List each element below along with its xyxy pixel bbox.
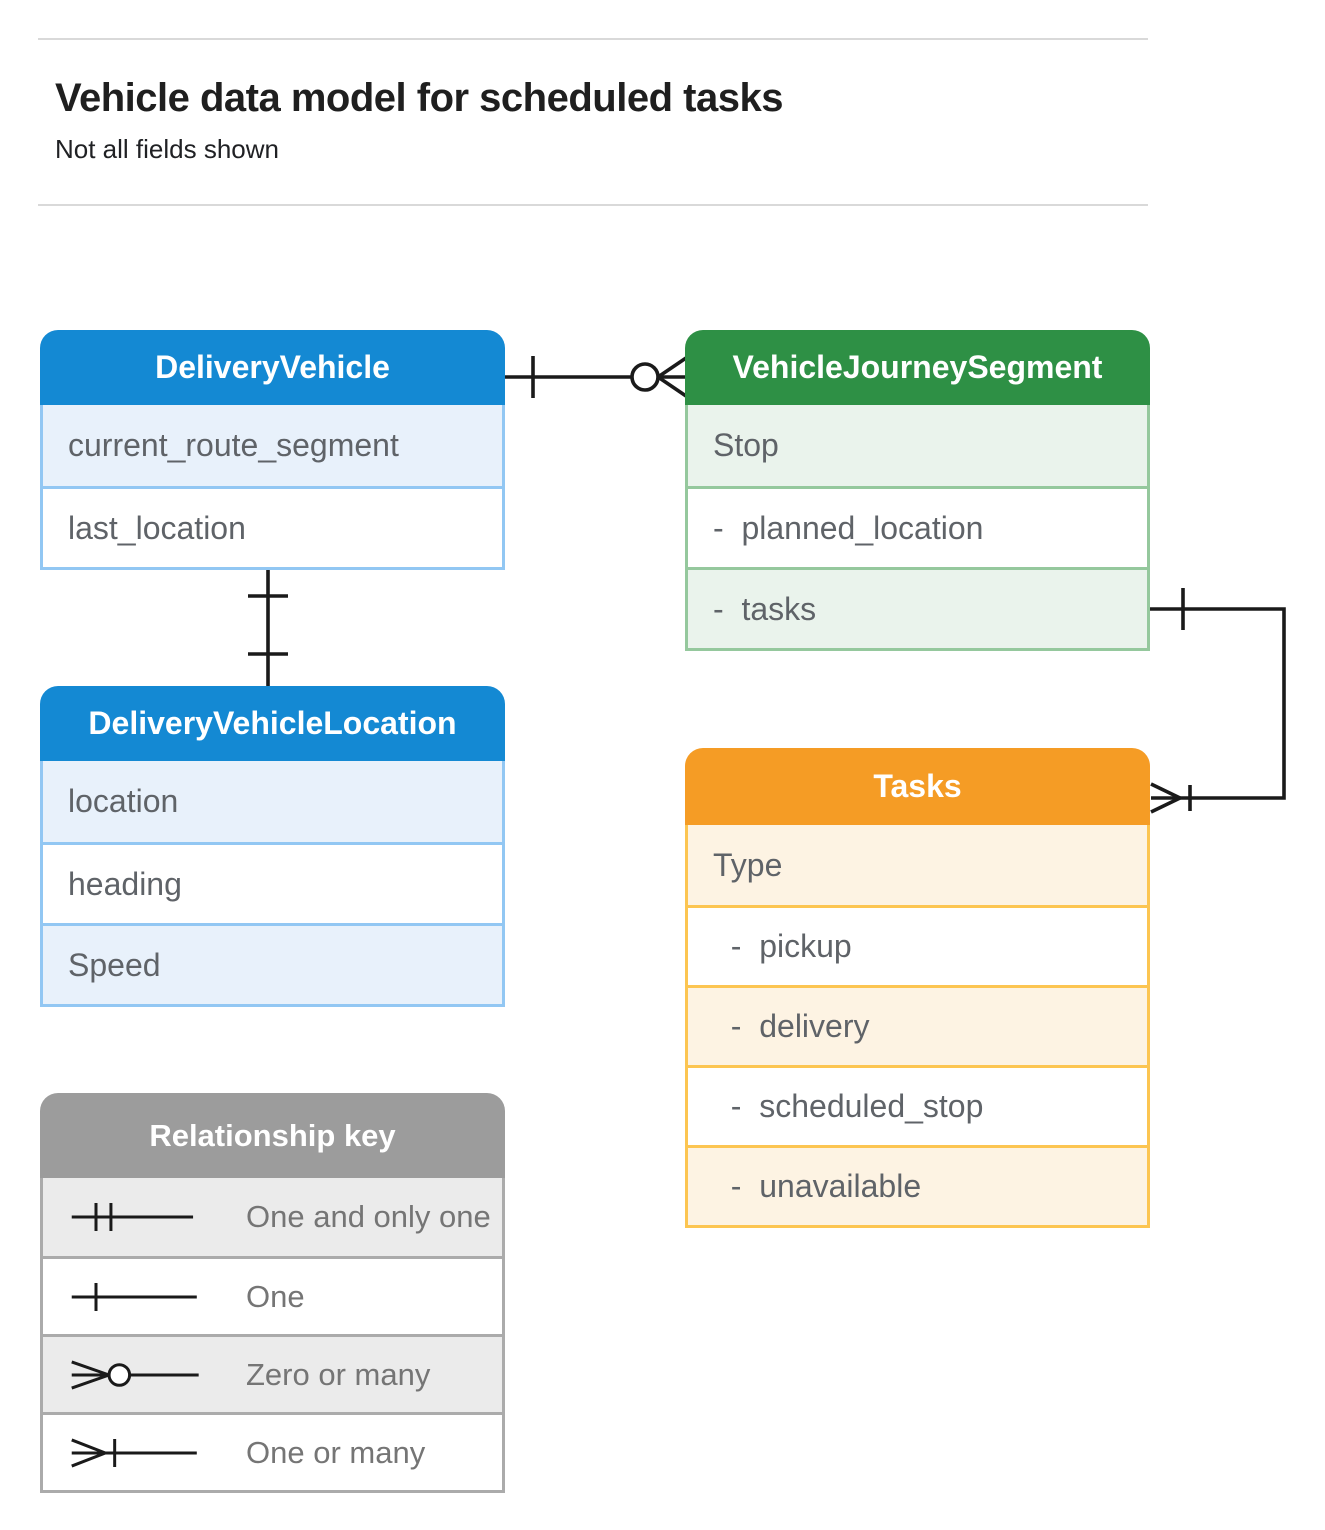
legend-label: Zero or many: [246, 1356, 431, 1392]
legend-item-one-and-only-one: One and only one: [43, 1178, 502, 1256]
page-subtitle: Not all fields shown: [55, 134, 279, 164]
field-location: location: [43, 761, 502, 842]
legend-item-zero-or-many: Zero or many: [43, 1334, 502, 1412]
connector-deliveryvehicle-deliveryvehiclelocation: [248, 567, 288, 686]
relationship-key-title: Relationship key: [40, 1093, 505, 1178]
field-pickup: - pickup: [688, 905, 1147, 985]
field-stop: Stop: [688, 405, 1147, 486]
field-delivery: - delivery: [688, 985, 1147, 1065]
entity-delivery-vehicle-title: DeliveryVehicle: [40, 330, 505, 405]
entity-tasks-title: Tasks: [685, 748, 1150, 825]
entity-delivery-vehicle-fields: current_route_segment last_location: [40, 405, 505, 570]
field-heading: heading: [43, 842, 502, 923]
entity-vehicle-journey-segment-title: VehicleJourneySegment: [685, 330, 1150, 405]
legend-label: One: [246, 1278, 305, 1314]
relationship-key: Relationship key One and only one One: [40, 1093, 505, 1493]
entity-vehicle-journey-segment-fields: Stop - planned_location - tasks: [685, 405, 1150, 651]
one-icon: [71, 1282, 197, 1311]
page-title: Vehicle data model for scheduled tasks: [55, 76, 783, 120]
entity-delivery-vehicle: DeliveryVehicle current_route_segment la…: [40, 330, 505, 570]
relationship-key-rows: One and only one One Zero or many: [40, 1178, 505, 1493]
title-divider: [38, 204, 1148, 206]
one-and-only-one-icon: [71, 1203, 194, 1231]
field-tasks: - tasks: [688, 567, 1147, 648]
connector-deliveryvehicle-vehiclejourneysegment: [505, 356, 688, 398]
entity-delivery-vehicle-location: DeliveryVehicleLocation location heading…: [40, 686, 505, 1007]
legend-label: One and only one: [246, 1199, 491, 1234]
field-type: Type: [688, 825, 1147, 905]
entity-tasks: Tasks Type - pickup - delivery - schedul…: [685, 748, 1150, 1228]
connector-vehiclejourneysegment-tasks: [1150, 588, 1286, 814]
entity-delivery-vehicle-location-title: DeliveryVehicleLocation: [40, 686, 505, 761]
top-divider: [38, 38, 1148, 40]
field-current-route-segment: current_route_segment: [43, 405, 502, 486]
field-last-location: last_location: [43, 486, 502, 567]
field-speed: Speed: [43, 923, 502, 1004]
entity-tasks-fields: Type - pickup - delivery - scheduled_sto…: [685, 825, 1150, 1228]
legend-item-one-or-many: One or many: [43, 1412, 502, 1490]
legend-label: One or many: [246, 1434, 426, 1470]
entity-delivery-vehicle-location-fields: location heading Speed: [40, 761, 505, 1007]
field-planned-location: - planned_location: [688, 486, 1147, 567]
entity-vehicle-journey-segment: VehicleJourneySegment Stop - planned_loc…: [685, 330, 1150, 651]
one-or-many-icon: [71, 1438, 197, 1467]
zero-or-many-icon: [71, 1360, 199, 1389]
legend-item-one: One: [43, 1256, 502, 1334]
field-scheduled-stop: - scheduled_stop: [688, 1065, 1147, 1145]
field-unavailable: - unavailable: [688, 1145, 1147, 1225]
